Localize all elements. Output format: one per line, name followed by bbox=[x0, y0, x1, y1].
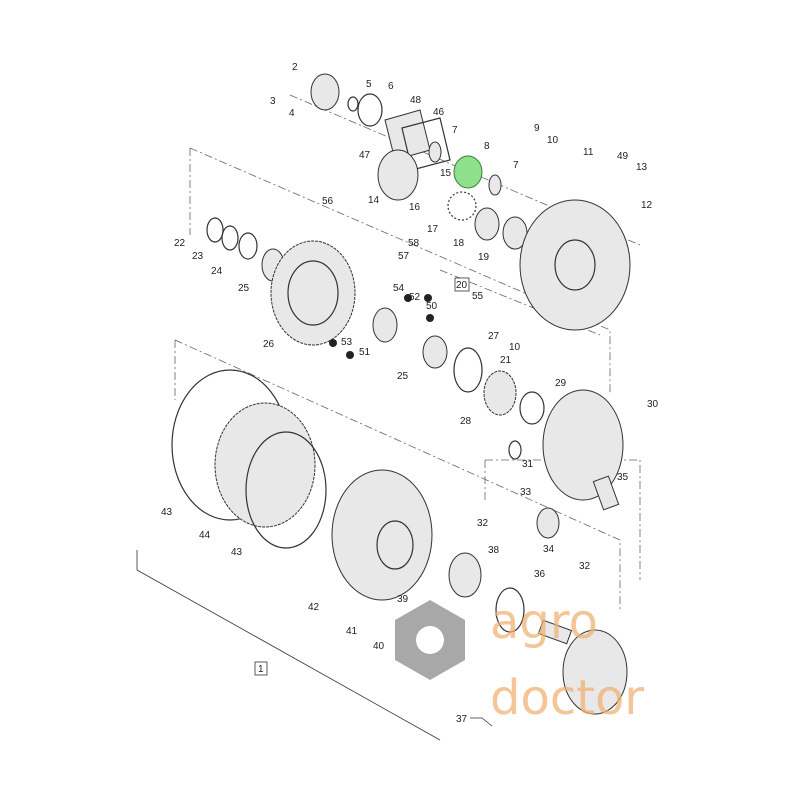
watermark-text-1: agro bbox=[490, 594, 598, 650]
label-53: 53 bbox=[341, 337, 353, 348]
label-51: 51 bbox=[359, 347, 371, 358]
label-58: 58 bbox=[408, 238, 420, 249]
label-10b: 10 bbox=[509, 342, 521, 353]
label-2: 2 bbox=[292, 62, 298, 73]
label-39: 39 bbox=[397, 594, 409, 605]
label-36: 36 bbox=[534, 569, 546, 580]
label-40: 40 bbox=[373, 641, 385, 652]
watermark-text-2: doctor bbox=[490, 670, 644, 726]
label-6: 6 bbox=[388, 81, 394, 92]
label-55: 55 bbox=[472, 291, 484, 302]
label-48: 48 bbox=[410, 95, 422, 106]
label-14: 14 bbox=[368, 195, 380, 206]
label-1: 1 bbox=[258, 664, 264, 675]
parts bbox=[171, 73, 631, 715]
label-15: 15 bbox=[440, 168, 452, 179]
label-50: 50 bbox=[426, 301, 438, 312]
label-16: 16 bbox=[409, 202, 421, 213]
planet-carrier-part bbox=[331, 469, 433, 601]
label-32a: 32 bbox=[477, 518, 489, 529]
housing-part bbox=[519, 199, 631, 331]
label-56: 56 bbox=[322, 196, 334, 207]
label-31: 31 bbox=[522, 459, 534, 470]
label-34: 34 bbox=[543, 544, 555, 555]
label-33: 33 bbox=[520, 487, 532, 498]
label-20: 20 bbox=[456, 280, 468, 291]
label-41: 41 bbox=[346, 626, 358, 637]
label-32b: 32 bbox=[579, 561, 591, 572]
label-12: 12 bbox=[641, 200, 653, 211]
label-17: 17 bbox=[427, 224, 439, 235]
label-54: 54 bbox=[393, 283, 405, 294]
callout-labels: 2 3 4 5 6 48 46 47 7 8 9 10 7 11 49 13 1… bbox=[161, 62, 659, 727]
label-44: 44 bbox=[199, 530, 211, 541]
label-30: 30 bbox=[647, 399, 659, 410]
leader-37 bbox=[470, 717, 493, 727]
label-23: 23 bbox=[192, 251, 204, 262]
large-gear-part bbox=[270, 240, 356, 346]
label-35: 35 bbox=[617, 472, 629, 483]
hub-part bbox=[562, 629, 628, 715]
watermark-logo: agro doctor bbox=[395, 594, 644, 726]
label-38: 38 bbox=[488, 545, 500, 556]
label-13: 13 bbox=[636, 162, 648, 173]
label-7a: 7 bbox=[452, 125, 458, 136]
label-25b: 25 bbox=[397, 371, 409, 382]
label-27: 27 bbox=[488, 331, 500, 342]
cover-part bbox=[310, 73, 340, 111]
label-26: 26 bbox=[263, 339, 275, 350]
label-46: 46 bbox=[433, 107, 445, 118]
label-11: 11 bbox=[583, 147, 594, 158]
label-52: 52 bbox=[409, 292, 421, 303]
label-24: 24 bbox=[211, 266, 223, 277]
disc-part bbox=[377, 149, 419, 201]
label-25a: 25 bbox=[238, 283, 250, 294]
label-43a: 43 bbox=[161, 507, 173, 518]
label-5: 5 bbox=[366, 79, 372, 90]
label-21: 21 bbox=[500, 355, 512, 366]
green-gear-part bbox=[453, 155, 483, 189]
label-18: 18 bbox=[453, 238, 465, 249]
label-box-1 bbox=[254, 661, 268, 676]
label-57: 57 bbox=[398, 251, 410, 262]
carrier-part bbox=[542, 389, 624, 501]
ring-gear-part bbox=[214, 402, 316, 528]
label-3: 3 bbox=[270, 96, 276, 107]
label-22: 22 bbox=[174, 238, 186, 249]
label-43b: 43 bbox=[231, 547, 243, 558]
label-49: 49 bbox=[617, 151, 629, 162]
label-7b: 7 bbox=[513, 160, 519, 171]
label-42: 42 bbox=[308, 602, 320, 613]
label-8: 8 bbox=[484, 141, 490, 152]
label-4: 4 bbox=[289, 108, 295, 119]
label-19: 19 bbox=[478, 252, 490, 263]
label-10a: 10 bbox=[547, 135, 559, 146]
label-37: 37 bbox=[456, 714, 468, 725]
label-box-20 bbox=[454, 277, 470, 292]
label-47: 47 bbox=[359, 150, 371, 161]
label-28: 28 bbox=[460, 416, 472, 427]
label-9: 9 bbox=[534, 123, 540, 134]
label-29: 29 bbox=[555, 378, 567, 389]
